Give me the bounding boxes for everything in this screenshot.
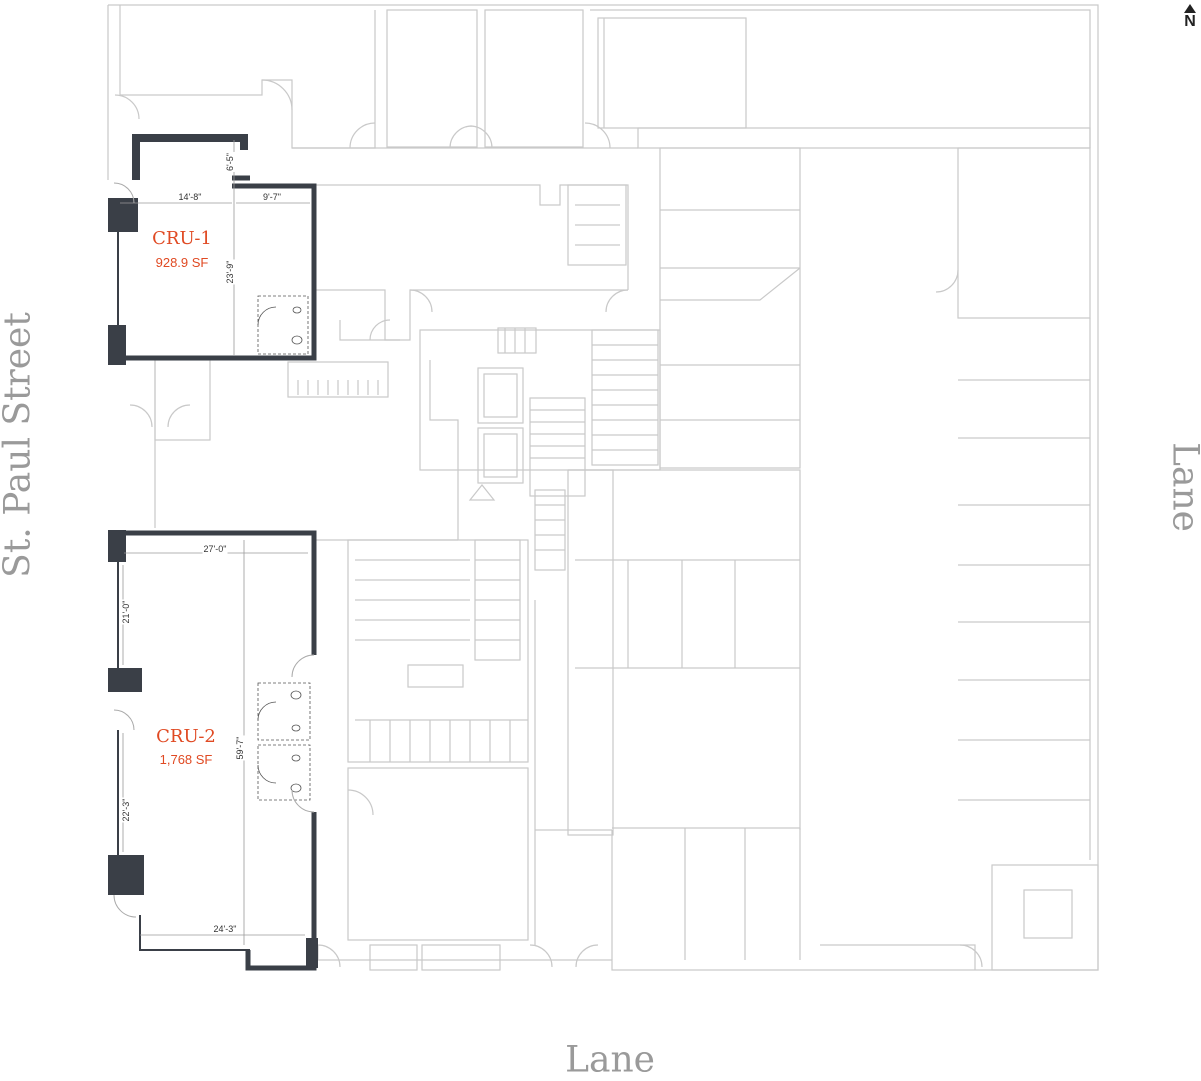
- cru-1-dim-notch: 6'-5": [225, 152, 235, 172]
- cru-1-dim-top-left: 14'-8": [178, 192, 203, 202]
- cru-1-dim-top-right: 9'-7": [262, 192, 282, 202]
- cru-2-dim-top: 27'-0": [203, 544, 228, 554]
- cru-1-area: 928.9 SF: [156, 255, 209, 270]
- cru-2-name: CRU-2: [156, 726, 216, 747]
- cru-2-dim-depth: 59'-7": [235, 736, 245, 761]
- north-indicator: N: [1180, 4, 1200, 31]
- cru-1-unit: [108, 134, 314, 365]
- cru-2-east-wall: [248, 812, 314, 968]
- cru-2-dim-front-upper: 21'-0": [121, 600, 131, 625]
- building-base-plan: [108, 5, 1098, 970]
- street-label-south: Lane: [565, 1040, 655, 1081]
- cru-1-washroom: [258, 296, 308, 354]
- street-label-west: St. Paul Street: [0, 312, 39, 578]
- cru-2-west-pier-bottom: [108, 855, 144, 895]
- cru-2-unit: [108, 530, 318, 968]
- cru-2-west-pier-mid: [108, 668, 142, 692]
- cru-2-dim-bottom: 24'-3": [213, 924, 238, 934]
- cru-1-west-pier-bottom: [108, 325, 126, 365]
- cru-1-name: CRU-1: [152, 228, 212, 249]
- cru-2-washroom-upper: [258, 683, 310, 740]
- cru-1-dim-depth: 23'-9": [225, 260, 235, 285]
- north-label: N: [1180, 13, 1200, 31]
- cru-2-area: 1,768 SF: [160, 752, 213, 767]
- cru-1-east-wall: [125, 186, 314, 358]
- street-label-east: Lane: [1165, 442, 1201, 532]
- north-arrow-icon: [1184, 4, 1196, 13]
- cru-2-dim-front-lower: 22'-3": [121, 798, 131, 823]
- cru-2-washroom-lower: [258, 745, 310, 800]
